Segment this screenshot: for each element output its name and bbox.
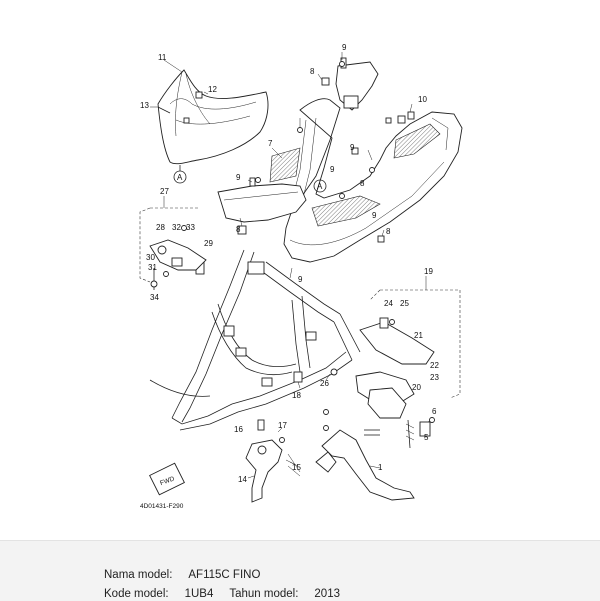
part-number-29: 29 [204,239,213,248]
part-number-9-repeat-4: 9 [298,275,303,284]
part-number-7: 7 [268,139,273,148]
part-number-32: 32 [172,223,181,232]
callout-a-middle [313,179,327,193]
part-number-9-repeat-1: 9 [330,165,335,174]
part-number-15: 15 [292,463,301,472]
part-number-19: 19 [424,267,433,276]
part-number-14: 14 [238,475,247,484]
part-number-6: 6 [432,407,437,416]
fasteners [163,61,435,443]
part-number-31: 31 [148,263,157,272]
left-bracket-assembly [139,207,207,290]
part-number-25: 25 [400,299,409,308]
upper-bracket [321,57,379,111]
part-number-9: 9 [342,43,347,52]
part-number-33: 33 [186,223,195,232]
model-name-label: Nama model: [104,569,173,581]
part-number-21: 21 [414,331,423,340]
model-name-row: Nama model: AF115C FINO [104,569,266,581]
part-number-28: 28 [156,223,165,232]
part-number-9-repeat-0: 9 [236,173,241,182]
part-number-26: 26 [320,379,329,388]
forward-direction-marker [149,462,185,496]
part-number-27: 27 [160,187,169,196]
part-number-9-repeat-3: 9 [372,211,377,220]
figure-code: 4D01431-F290 [140,503,184,510]
part-number-16: 16 [234,425,243,434]
part-number-8-repeat-7: 8 [386,227,391,236]
model-code-value: 1UB4 [184,588,214,600]
part-number-12: 12 [208,85,217,94]
model-info-panel: Nama model: AF115C FINO Kode model: 1UB4 Ta… [0,540,600,601]
callout-a-top [173,165,187,184]
part-number-24: 24 [384,299,393,308]
parts-diagram: FWD A A [139,43,463,510]
callout-a-top-label: A [177,173,183,182]
part-number-13: 13 [140,101,149,110]
center-stand [315,419,431,501]
part-number-22: 22 [430,361,439,370]
part-number-10: 10 [418,95,427,104]
part-number-8: 8 [310,67,315,76]
model-year-value: 2013 [314,588,340,600]
part-number-18: 18 [292,391,301,400]
front-cover-panel [157,69,269,165]
part-number-5: 5 [424,433,429,442]
part-number-30: 30 [146,253,155,262]
model-code-row: Kode model: 1UB4 Tahun model: 2013 [104,588,346,600]
exploded-view-drawing: FWD A A [139,43,463,510]
model-year-label: Tahun model: [229,588,299,600]
part-number-23: 23 [430,373,439,382]
floor-panel [217,177,385,243]
part-number-11: 11 [158,53,167,62]
part-number-17: 17 [278,421,287,430]
callout-a-middle-label: A [317,182,323,191]
footrest-assembly [330,289,461,419]
model-name-value: AF115C FINO [188,569,261,581]
leg-shield-cover [269,98,463,263]
forward-label: FWD [159,475,176,487]
main-frame [149,249,361,431]
part-number-1: 1 [378,463,383,472]
part-number-9-repeat-2: 9 [350,143,355,152]
part-number-20: 20 [412,383,421,392]
part-number-34: 34 [150,293,159,302]
model-code-label: Kode model: [104,588,169,600]
side-stand [245,419,301,503]
part-number-8-repeat-5: 8 [236,225,241,234]
part-number-8-repeat-6: 8 [360,179,365,188]
